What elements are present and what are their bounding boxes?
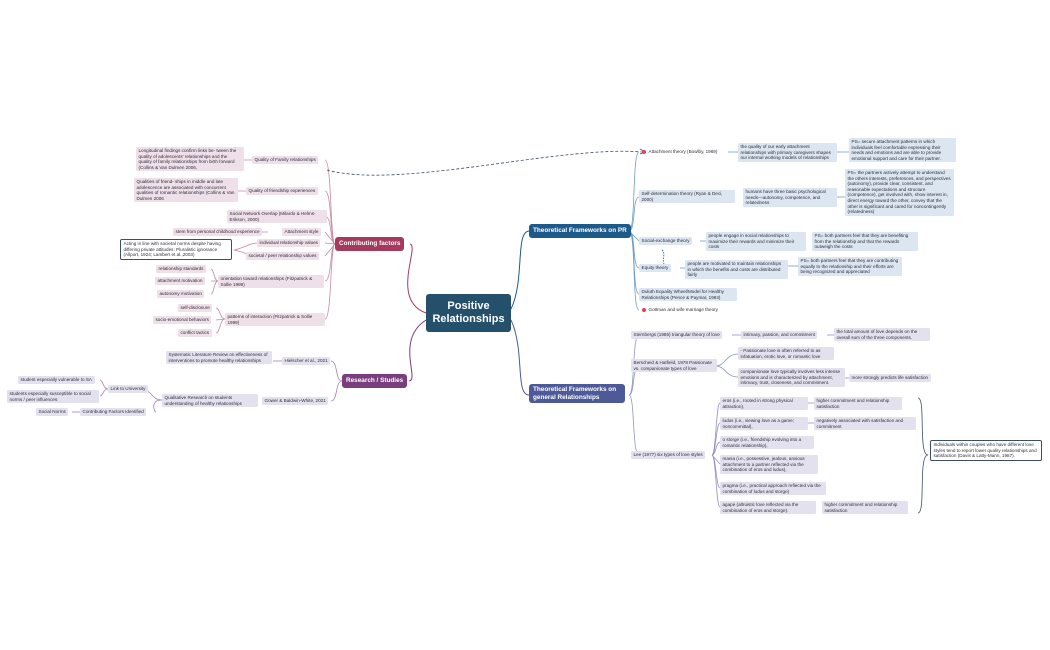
interaction-item-conflict[interactable]: conflict tactics — [178, 329, 212, 337]
social-exchange-node[interactable]: Social-exchange theory — [639, 237, 693, 245]
pragma-node[interactable]: pragma (i.e., practical approach reflect… — [720, 482, 826, 496]
gottman-theory-node[interactable]: Gottman and wife marriage theory — [639, 306, 720, 314]
marker-dot-icon — [641, 307, 646, 312]
branch-contributing-factors[interactable]: Contributing factors — [335, 237, 405, 251]
branch-research-studies[interactable]: Research / Studies — [342, 374, 408, 388]
agape-node[interactable]: agape (altruistic love reflected via the… — [720, 501, 816, 515]
friendship-quality-node[interactable]: Quality of friendship experiences — [246, 187, 318, 195]
societal-values-node[interactable]: societal / peer relationship values — [246, 252, 319, 260]
social-exchange-ps[interactable]: PS= both partners feel that they are ben… — [812, 232, 918, 251]
sternberg-desc[interactable]: intimacy, passion, and commitment — [741, 331, 818, 339]
agape-note[interactable]: higher commitment and relationship satis… — [822, 501, 908, 515]
individual-values-node[interactable]: individual relationship values — [257, 239, 321, 247]
interaction-item-disclosure[interactable]: self-disclosure — [178, 304, 213, 312]
self-determination-node[interactable]: Self-determination theory (Ryan & Deci, … — [639, 190, 735, 204]
companionate-love-note[interactable]: more strongly predicts life satisfaction — [849, 374, 931, 382]
interaction-item-socio-emotional[interactable]: socio-emotional behaviors — [153, 316, 212, 324]
pluralistic-ignorance-note[interactable]: Acting in line with societal norms despi… — [120, 239, 232, 260]
central-topic[interactable]: Positive Relationships — [426, 294, 511, 332]
link-item-vulnerable[interactable]: student especially vulnerable to SA — [18, 376, 95, 384]
orientation-item-attachment[interactable]: attachment motivation — [155, 277, 205, 285]
gower-note[interactable]: Qualitative Research on students underst… — [162, 394, 258, 408]
friendship-quality-note[interactable]: Qualities of friend- ships in middle and… — [134, 178, 238, 203]
orientation-item-autonomy[interactable]: autonomy motivation — [157, 290, 205, 298]
love-styles-couples-note[interactable]: Individuals within couples who have diff… — [930, 440, 1042, 461]
dashed-relationship-link — [326, 150, 643, 176]
attachment-theory-label: Attachment theory (Bowlby, 1969) — [648, 149, 718, 154]
eros-node[interactable]: eros (i.e., rooted in strong physical at… — [720, 397, 808, 411]
self-determination-ps[interactable]: PS= the partners actively attempt to und… — [845, 169, 954, 216]
link-central-general — [510, 319, 530, 396]
social-norms-item[interactable]: Social Norms — [36, 408, 69, 416]
ludus-node[interactable]: ludus (i.e., viewing love as a game; non… — [720, 417, 808, 431]
attachment-theory-ps[interactable]: PS= secure attachment patterns in which … — [849, 138, 956, 163]
lee-love-styles-node[interactable]: Lee (1977) six types of love styles — [631, 451, 706, 459]
duluth-model-node[interactable]: Duluth Equality Wheel/Model for Healthy … — [639, 288, 737, 302]
branch-frameworks-general[interactable]: Theoretical Frameworks on general Relati… — [529, 384, 625, 404]
orientation-node[interactable]: orientation toward relationships (Fitzpa… — [218, 275, 324, 289]
gower-node[interactable]: Gower & Baldwin-White, 2021 — [262, 397, 329, 405]
link-item-susceptible[interactable]: students especially susceptible to socia… — [7, 390, 99, 404]
family-quality-node[interactable]: Quality of Family relationships — [252, 156, 319, 164]
social-network-overlap-node[interactable]: Social Network Overlap (Milardo & Helms-… — [227, 210, 327, 224]
contributing-factors-identified-node[interactable]: Contributing Factors Identified — [80, 408, 147, 416]
self-determination-desc[interactable]: humans have three basic psychological ne… — [743, 188, 837, 207]
link-central-contributing — [407, 243, 427, 314]
attachment-theory-desc[interactable]: the quality of our early attachment rela… — [738, 143, 837, 162]
link-central-pr — [510, 230, 530, 310]
interaction-node[interactable]: patterns of interaction (Fitzpatrick & S… — [225, 313, 325, 327]
passionate-love-node[interactable]: - Passionate love is often referred to a… — [738, 347, 834, 361]
gottman-theory-label: Gottman and wife marriage theory — [648, 307, 718, 312]
branch-frameworks-pr[interactable]: Theoretical Frameworks on PR — [529, 224, 631, 238]
storge-node[interactable]: o storge (i.e., friendship evolving into… — [720, 436, 814, 450]
link-university-node[interactable]: Link to University — [108, 385, 148, 393]
sternberg-note[interactable]: the total amount of love depends on the … — [834, 328, 930, 342]
companionate-love-node[interactable]: companionate love typically involves les… — [738, 368, 845, 387]
sternberg-node[interactable]: Sternbergs (1986) triangular theory of l… — [631, 331, 723, 339]
family-quality-note[interactable]: Longitudinal findings confirm links be- … — [136, 147, 244, 172]
ludus-note[interactable]: negatively associated with satisfaction … — [814, 417, 916, 431]
social-exchange-desc[interactable]: people engage in social relationships to… — [706, 232, 806, 251]
hielscher-node[interactable]: Hielscher et al., 2021 — [282, 357, 331, 365]
mania-node[interactable]: mania (i.e., possessive, jealous, anxiou… — [720, 455, 818, 474]
equity-theory-ps[interactable]: PS= both partners feel that they are con… — [798, 257, 902, 276]
link-central-research — [408, 319, 427, 382]
berscheid-node[interactable]: Berscheid & Hatfield, 1978 Passionate vs… — [631, 359, 717, 373]
hielscher-note[interactable]: Systematic Literature Review on effectiv… — [166, 351, 272, 365]
marker-dot-icon — [641, 149, 646, 154]
equity-theory-node[interactable]: Equity theory — [639, 264, 671, 272]
attachment-theory-node[interactable]: Attachment theory (Bowlby, 1969) — [639, 148, 720, 156]
equity-theory-desc[interactable]: people are motivated to maintain relatio… — [685, 260, 788, 279]
eros-note[interactable]: higher commitment and relationship satis… — [814, 397, 902, 411]
attachment-style-node[interactable]: Attachment style — [282, 228, 321, 236]
orientation-item-standards[interactable]: relationship standards — [156, 265, 206, 273]
attachment-style-note[interactable]: stem from personal childhood experience — [173, 228, 263, 236]
